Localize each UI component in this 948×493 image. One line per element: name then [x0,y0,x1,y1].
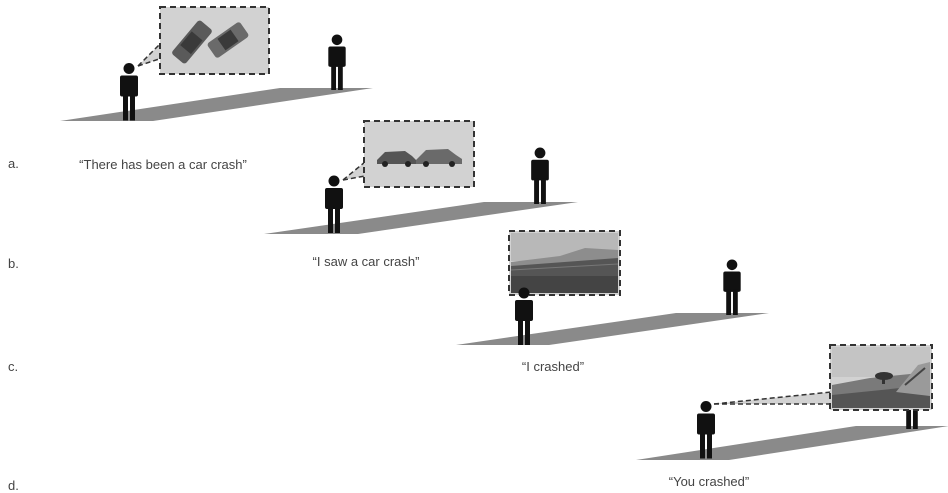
panel-a [60,7,373,121]
floor-plane-d [636,426,948,460]
panel-d [636,345,948,460]
thought-bubble-b [364,121,474,187]
floor-plane-a [60,88,373,121]
floor-plane-b [264,202,578,234]
panel-b [264,121,578,234]
panel-c [456,231,769,345]
person-listener-b [531,147,549,204]
floor-plane-c [456,313,769,345]
person-listener-a [328,34,345,90]
person-listener-c [723,259,740,315]
first-person-crash-view [511,233,618,293]
